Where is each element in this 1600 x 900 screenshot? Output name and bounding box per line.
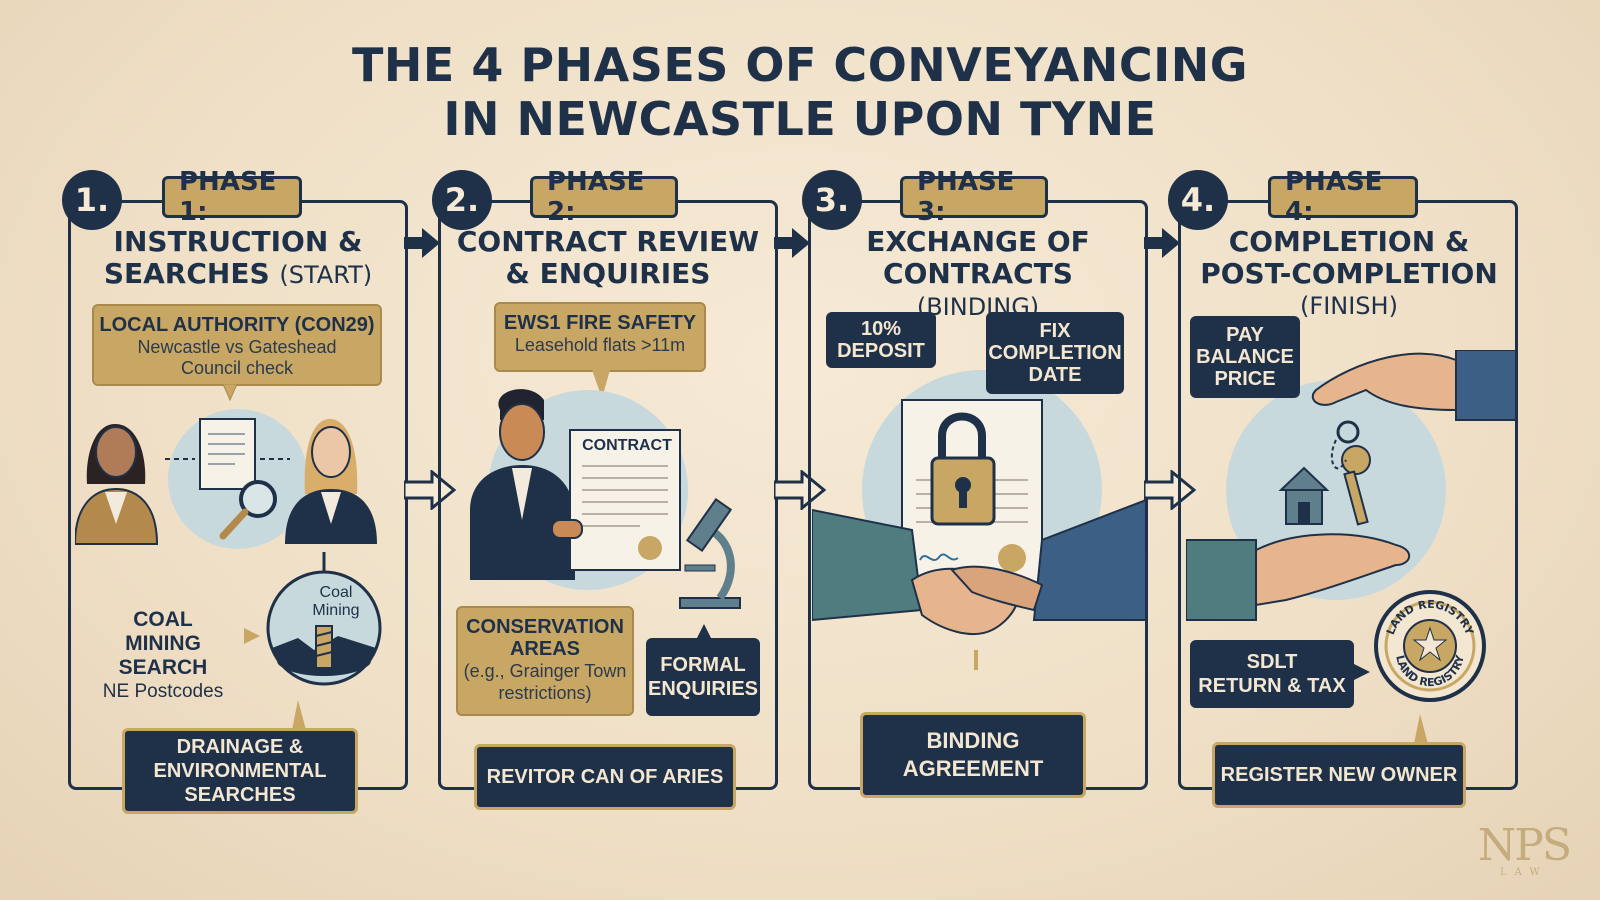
phase-3-label: PHASE 3:: [900, 167, 1048, 227]
mid-arrow-2-icon: [774, 470, 826, 510]
page-title-line2: IN NEWCASTLE UPON TYNE: [443, 92, 1157, 146]
phase-4-heading-paren: (FINISH): [1300, 292, 1398, 320]
pay-balance-price-box: PAY BALANCE PRICE: [1190, 316, 1300, 398]
formal-line1: FORMAL: [660, 654, 746, 676]
phase-3-number: 3.: [802, 170, 862, 230]
coal-circle-label-2: Mining: [312, 602, 360, 619]
ews1-title: EWS1 FIRE SAFETY: [503, 312, 697, 334]
phase-2-number: 2.: [432, 170, 492, 230]
phase-1-heading-line1: INSTRUCTION &: [113, 225, 363, 258]
phase-1-heading-line2: SEARCHES: [103, 257, 270, 290]
deposit-line2: DEPOSIT: [837, 340, 925, 362]
fix-line3: DATE: [1028, 364, 1082, 386]
phase-1-heading: INSTRUCTION & SEARCHES (START): [80, 226, 396, 291]
sdlt-line2: RETURN & TAX: [1198, 675, 1346, 697]
phase-2-label: PHASE 2:: [530, 167, 678, 227]
register-new-owner-box: REGISTER NEW OWNER: [1212, 742, 1466, 808]
nps-law-logo: NPS LAW: [1477, 820, 1572, 878]
pay-line3: PRICE: [1214, 368, 1276, 390]
phase-1-number: 1.: [62, 170, 122, 230]
phase-4-heading: COMPLETION & POST-COMPLETION (FINISH): [1184, 226, 1514, 322]
formal-pointer: [696, 624, 712, 640]
mid-arrow-1-icon: [404, 470, 456, 510]
phase-4-label: PHASE 4:: [1268, 167, 1418, 227]
top-arrow-3-icon: [1144, 228, 1180, 258]
conservation-areas-box: CONSERVATION AREAS (e.g., Grainger Town …: [456, 606, 634, 716]
local-authority-callout: LOCAL AUTHORITY (CON29) Newcastle vs Gat…: [92, 304, 382, 386]
coal-pointer: [244, 628, 260, 644]
top-arrow-1-icon: [404, 228, 440, 258]
coal-sub: NE Postcodes: [102, 681, 224, 702]
page-title-line1: THE 4 PHASES OF CONVEYANCING: [352, 38, 1248, 92]
phase-1-search-illustration: [75, 384, 377, 549]
drainage-pointer: [292, 700, 306, 730]
phase-3-heading-line2: CONTRACTS: [883, 257, 1073, 290]
drainage-line2: ENVIRONMENTAL: [153, 760, 327, 782]
deposit-box: 10% DEPOSIT: [826, 312, 936, 368]
phase-2-footer-box: REVITOR CAN OF ARIES: [474, 744, 736, 810]
binding-line1: BINDING: [926, 728, 1020, 753]
phase-4-number: 4.: [1168, 170, 1228, 230]
coal-title-1: COAL: [133, 608, 193, 631]
phase-2-heading-line1: CONTRACT REVIEW: [456, 225, 760, 258]
binding-line2: AGREEMENT: [902, 756, 1044, 781]
sdlt-line1: SDLT: [1246, 651, 1298, 673]
fix-line2: COMPLETION: [988, 342, 1122, 364]
fix-completion-date-box: FIX COMPLETION DATE: [986, 312, 1124, 394]
logo-sub: LAW: [1500, 867, 1548, 878]
coal-mining-search: COAL MINING SEARCH NE Postcodes: [78, 608, 248, 704]
phase-4-heading-line2: POST-COMPLETION: [1200, 257, 1498, 290]
coal-circle-label: Coal Mining: [306, 584, 366, 620]
phase-3-heading-line1: EXCHANGE OF: [866, 225, 1090, 258]
phase-2-heading: CONTRACT REVIEW & ENQUIRIES: [450, 226, 766, 290]
contract-document-label: CONTRACT: [582, 437, 672, 454]
mid-arrow-3-icon: [1144, 470, 1196, 510]
phase-3-handshake-illustration: [812, 370, 1146, 670]
phase-4-heading-line1: COMPLETION &: [1228, 225, 1470, 258]
phase-1-heading-paren: (START): [279, 261, 373, 289]
pay-line1: PAY: [1226, 324, 1264, 346]
local-authority-title: LOCAL AUTHORITY (CON29): [99, 314, 375, 336]
phase-4-keys-illustration: [1186, 350, 1517, 621]
deposit-line1: 10%: [860, 318, 902, 340]
sdlt-pointer: [1354, 664, 1370, 680]
drainage-environmental-box: DRAINAGE & ENVIRONMENTAL SEARCHES: [122, 728, 358, 814]
sdlt-return-box: SDLT RETURN & TAX: [1190, 640, 1354, 708]
logo-main: NPS: [1477, 820, 1572, 871]
drainage-line3: SEARCHES: [184, 784, 296, 806]
conservation-sub-1: (e.g., Grainger Town: [463, 661, 627, 681]
coal-mining-icon: [266, 552, 382, 686]
ews1-callout: EWS1 FIRE SAFETY Leasehold flats >11m: [494, 302, 706, 372]
ews1-sub: Leasehold flats >11m: [514, 335, 686, 355]
top-arrow-2-icon: [774, 228, 810, 258]
phase-3-heading: EXCHANGE OF CONTRACTS (BINDING): [820, 226, 1136, 323]
formal-enquiries-box: FORMAL ENQUIRIES: [646, 638, 760, 716]
register-pointer: [1414, 714, 1428, 744]
drainage-line1: DRAINAGE &: [176, 736, 304, 758]
local-authority-sub1: Newcastle vs Gateshead: [137, 337, 337, 357]
phase-2-heading-line2: & ENQUIRIES: [505, 257, 711, 290]
coal-circle-label-1: Coal: [319, 584, 353, 601]
phase-2-contract-illustration: [470, 370, 741, 609]
conservation-title-2: AREAS: [509, 638, 580, 660]
phase-1-label: PHASE 1:: [162, 167, 302, 227]
land-registry-stamp: LAND REGISTRY LAND REGISTRY: [1374, 590, 1486, 702]
conservation-title-1: CONSERVATION: [466, 616, 624, 638]
formal-line2: ENQUIRIES: [647, 678, 759, 700]
coal-title-2: MINING SEARCH: [118, 632, 208, 679]
conservation-sub-2: restrictions): [498, 683, 592, 703]
pay-line2: BALANCE: [1196, 346, 1294, 368]
fix-line1: FIX: [1039, 320, 1071, 342]
local-authority-sub2: Council check: [180, 358, 294, 378]
binding-agreement-box: BINDING AGREEMENT: [860, 712, 1086, 798]
